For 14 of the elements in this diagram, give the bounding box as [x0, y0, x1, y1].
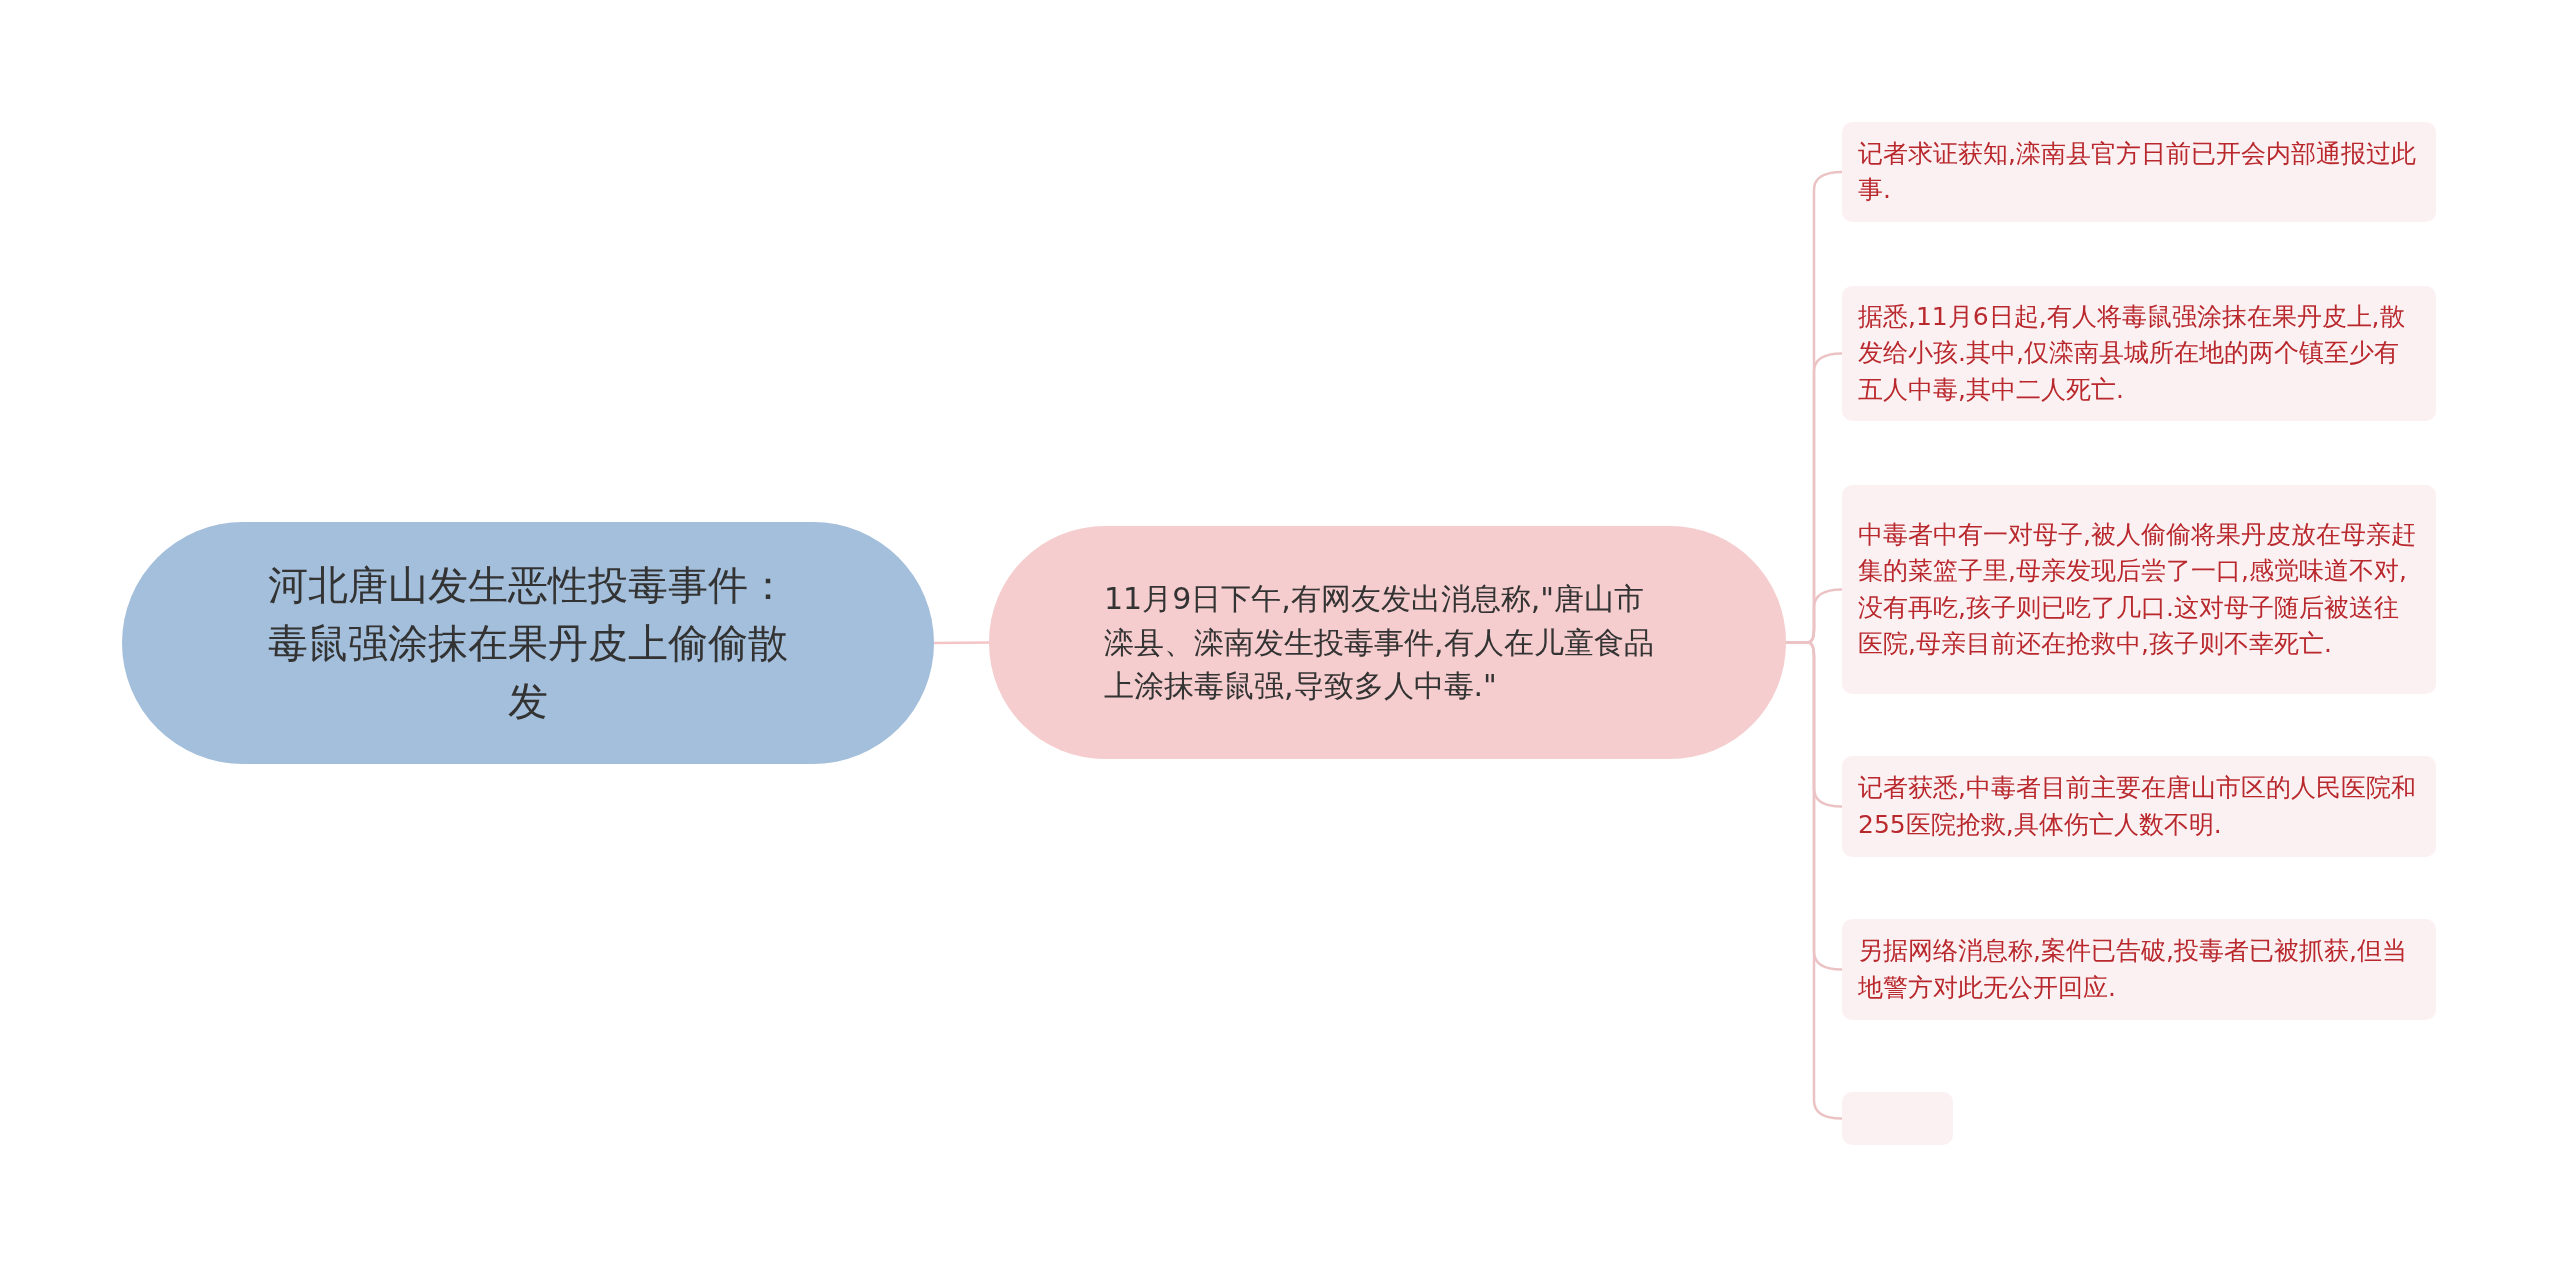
note-text: 记者获悉,中毒者目前主要在唐山市区的人民医院和255医院抢救,具体伤亡人数不明. — [1858, 772, 2417, 841]
note-text: 另据网络消息称,案件已告破,投毒者已被抓获,但当地警方对此无公开回应. — [1858, 935, 2408, 1004]
note-card — [1842, 286, 2436, 421]
topic-text: 河北唐山发生恶性投毒事件：毒鼠强涂抹在果丹皮上偷偷散发 — [267, 561, 789, 726]
note-text: 中毒者中有一对母子,被人偷偷将果丹皮放在母亲赶集的菜篮子里,母亲发现后尝了一口,感觉味道不对,没有再吃,孩子则已吃了几口.这对母子随后被送往医院,母亲目前还在抢救中,孩子则不幸死亡. — [1858, 519, 2417, 660]
note-text: 据悉,11月6日起,有人将毒鼠强涂抹在果丹皮上,散发给小孩.其中,仅滦南县城所在地的两个镇至少有五人中毒,其中二人死亡. — [1858, 301, 2406, 406]
note-card — [1842, 919, 2436, 1020]
note-card — [1842, 122, 2436, 222]
topic-text: 11月9日下午,有网友发出消息称,"唐山市滦县、滦南发生投毒事件,有人在儿童食品上涂抹毒鼠强,导致多人中毒." — [1104, 580, 1655, 706]
connector-line — [934, 641, 989, 645]
note-card — [1842, 756, 2436, 857]
note-card — [1842, 485, 2436, 694]
empty-card — [1842, 1092, 1953, 1145]
note-text: 记者求证获知,滦南县官方日前已开会内部通报过此事. — [1858, 137, 2417, 206]
